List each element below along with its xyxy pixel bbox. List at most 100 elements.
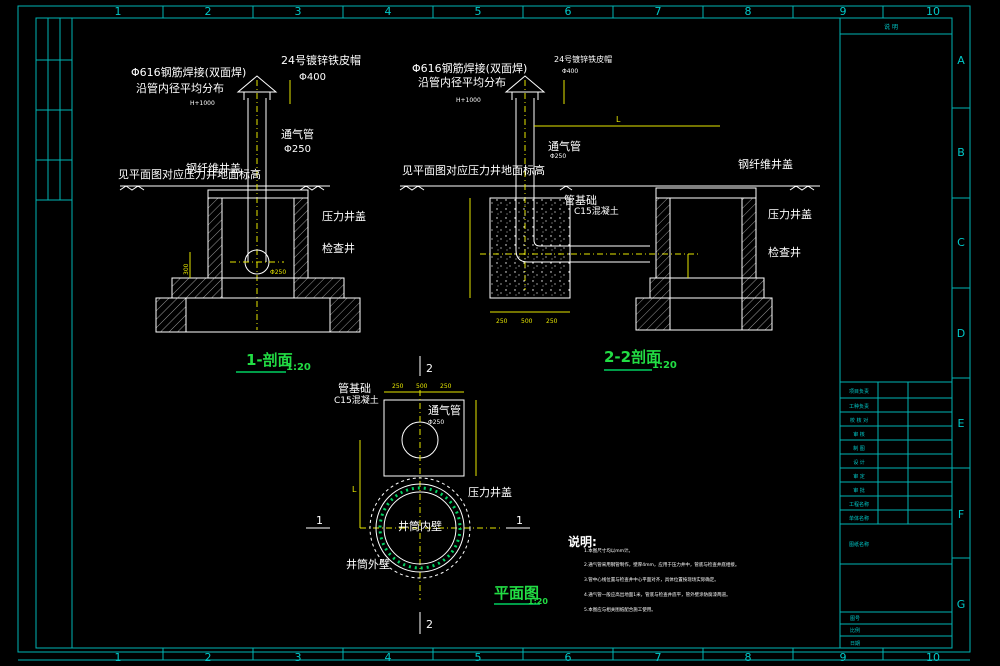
s2-vent-dia: Φ250 [550, 153, 566, 160]
s2-h-mark: H+1000 [456, 97, 481, 104]
title-block-label: 审 定 [853, 473, 865, 480]
title-block-label: 图纸名称 [849, 541, 869, 548]
title-block-label: 日期 [850, 641, 860, 647]
plan-marker-right: 1 [516, 514, 523, 527]
s1-h-mark: H+1000 [190, 100, 215, 107]
col-number-bottom: 3 [295, 651, 302, 664]
s1-plan-ref: 见平面图对应压力井地面标高 [118, 167, 261, 181]
plan-title: 平面图 [494, 584, 539, 602]
s1-vent-dia: Φ250 [284, 144, 311, 155]
note-item: 1.本图尺寸均以mm计。 [584, 547, 633, 554]
col-number-bottom: 4 [385, 651, 392, 664]
plan-dim: 500 [416, 383, 428, 390]
section-1-drawing [119, 75, 361, 333]
title-block-label: 单体名称 [849, 515, 869, 522]
s2-vent-pipe: 通气管 [548, 139, 581, 153]
col-number-bottom: 8 [745, 651, 752, 664]
col-number-bottom: 5 [475, 651, 482, 664]
title-block-label: 项目负责 [849, 388, 869, 395]
col-number-bottom: 2 [205, 651, 212, 664]
s2-rebar-weld: Φ616钢筋焊接(双面焊) [412, 61, 527, 75]
section-2-drawing [399, 75, 820, 331]
title-block-label: 比例 [850, 627, 860, 634]
plan-marker-left: 1 [316, 514, 323, 527]
col-number-top: 4 [385, 5, 392, 18]
plan-drawing [306, 356, 530, 634]
s1-cap-dia: Φ400 [299, 72, 326, 83]
s2-dim: 250 [546, 318, 558, 325]
plan-scale: 1:20 [528, 597, 548, 606]
plan-marker-top: 2 [426, 362, 433, 375]
s2-inspection-well: 检查井 [768, 245, 801, 259]
s1-rebar-weld: Φ616钢筋焊接(双面焊) [131, 65, 246, 79]
s2-dim: 500 [521, 318, 533, 325]
col-number-top: 1 [115, 5, 122, 18]
s2-cap-dia: Φ400 [562, 68, 578, 75]
col-number-bottom: 7 [655, 651, 662, 664]
plan-vent-pipe: 通气管 [428, 403, 461, 417]
title-block-label: 审 批 [853, 487, 865, 494]
col-number-top: 10 [926, 5, 940, 18]
col-number-top: 9 [840, 5, 847, 18]
s1-dim-300: 300 [183, 263, 190, 275]
note-item: 3.管中心线位置与检查井中心平面对齐，具体位置按现场实际确定。 [584, 576, 719, 583]
row-letter: C [957, 236, 965, 249]
s2-title: 2-2剖面 [604, 348, 661, 366]
s2-concrete: C15混凝土 [574, 205, 619, 217]
title-block-label: 校 核 对 [850, 417, 868, 424]
col-number-top: 3 [295, 5, 302, 18]
note-item: 2.通气管采用钢管制作，壁厚4mm，应用于压力井中，管底与检查井底相接。 [584, 561, 739, 568]
col-number-top: 6 [565, 5, 572, 18]
plan-outer-wall: 井筒外壁 [346, 557, 390, 571]
s2-pipe-base: 管基础 [564, 193, 597, 207]
col-number-top: 7 [655, 5, 662, 18]
s1-inspection-well: 检查井 [322, 241, 355, 255]
s2-len: L [616, 115, 621, 124]
plan-concrete: C15混凝土 [334, 394, 379, 406]
row-letter: D [957, 327, 965, 340]
plan-dim: 250 [440, 383, 452, 390]
s2-plan-ref: 见平面图对应压力井地面标高 [402, 163, 545, 177]
col-number-top: 8 [745, 5, 752, 18]
s1-scale: 1:20 [286, 362, 311, 373]
plan-dim: 250 [392, 383, 404, 390]
row-letter: F [958, 508, 964, 521]
title-block-label: 图号 [850, 616, 860, 622]
title-block-header: 说 明 [884, 23, 898, 31]
title-block-label: 工程名称 [849, 501, 869, 508]
plan-len: L [352, 485, 357, 494]
title-block [839, 17, 953, 649]
title-block-label: 制 图 [853, 445, 865, 452]
s2-dim: 250 [496, 318, 508, 325]
plan-inner-wall: 井筒内壁 [398, 519, 442, 533]
col-number-bottom: 6 [565, 651, 572, 664]
s1-vent-pipe: 通气管 [281, 127, 314, 141]
title-block-label: 设 计 [853, 459, 865, 466]
row-letter: E [958, 417, 965, 430]
row-letter: A [957, 54, 965, 67]
col-number-bottom: 10 [926, 651, 940, 664]
s2-pressure-cover: 压力井盖 [768, 207, 812, 221]
s1-title: 1-剖面 [246, 351, 293, 369]
s2-rebar-dist: 沿管内径平均分布 [418, 75, 506, 89]
row-ticks [952, 107, 970, 559]
inner-frame [35, 17, 953, 649]
s1-pipe-dia: Φ250 [270, 269, 286, 276]
note-item: 5.本图应与相关图纸配合施工使用。 [584, 606, 656, 613]
s1-rebar-dist: 沿管内径平均分布 [136, 81, 224, 95]
col-number-bottom: 9 [840, 651, 847, 664]
s1-cap: 24号镀锌铁皮帽 [281, 53, 361, 67]
s2-cap: 24号镀锌铁皮帽 [554, 54, 612, 64]
plan-vent-dia: Φ250 [428, 419, 444, 426]
title-block-label: 审 核 [853, 431, 865, 438]
notes-title: 说明: [568, 534, 597, 549]
plan-pressure-cover: 压力井盖 [468, 485, 512, 499]
plan-marker-bottom: 2 [426, 618, 433, 631]
note-item: 4.通气管一般应高出地面1米，管底与检查井底平，管外壁涂防腐漆两道。 [584, 591, 731, 598]
col-number-top: 5 [475, 5, 482, 18]
s2-scale: 1:20 [652, 360, 677, 371]
row-letter: B [957, 146, 965, 159]
s2-cover: 钢纤维井盖 [738, 157, 793, 171]
s1-pressure-cover: 压力井盖 [322, 209, 366, 223]
